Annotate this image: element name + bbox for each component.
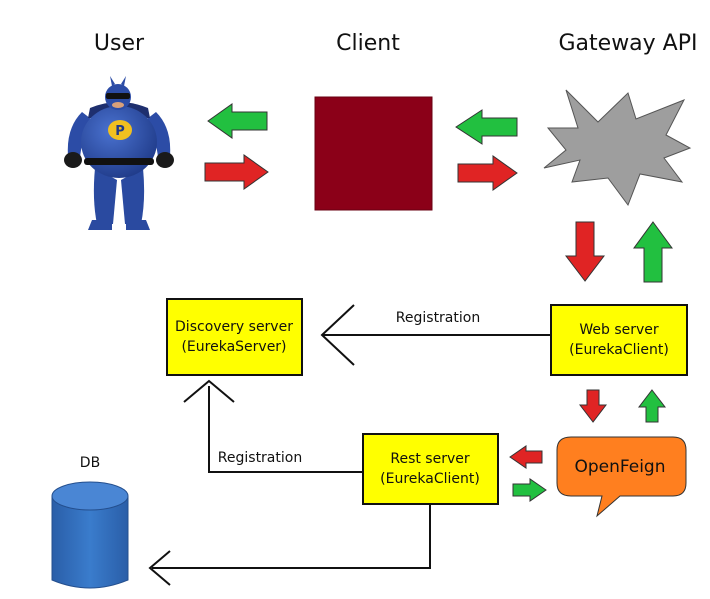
client-box-icon [314,96,433,211]
response-arrow-web-openfeign [637,389,667,423]
web-server-box: Web server (EurekaClient) [550,304,688,376]
rest-db-arrowhead [148,550,171,586]
response-arrow-user-client [207,103,268,139]
svg-text:P: P [115,124,125,139]
request-arrow-openfeign-rest [509,445,543,469]
response-arrow-openfeign-rest [512,478,547,502]
user-header: User [94,31,145,56]
discovery-server-sublabel: (EurekaServer) [181,339,286,355]
rest-db-edge [152,505,431,569]
web-server-label: Web server [579,322,659,338]
request-arrow-user-client [204,154,269,190]
rest-registration-label: Registration [218,450,302,466]
request-arrow-client-gateway [457,155,518,191]
discovery-server-box: Discovery server (EurekaServer) [166,298,303,376]
response-arrow-client-gateway [455,109,518,145]
db-label: DB [80,455,100,471]
database-cylinder-icon [51,481,129,589]
gateway-star-icon [543,89,692,207]
user-superhero-icon: P [64,76,174,230]
web-registration-label: Registration [396,310,480,326]
response-arrow-gateway-web [633,221,673,283]
rest-registration-arrowhead [183,379,235,403]
request-arrow-gateway-web [564,221,606,282]
openfeign-label: OpenFeign [574,457,665,477]
rest-server-sublabel: (EurekaClient) [380,471,480,487]
rest-server-box: Rest server (EurekaClient) [362,433,499,505]
web-server-sublabel: (EurekaClient) [569,342,669,358]
discovery-server-label: Discovery server [175,319,293,335]
gateway-header: Gateway API [559,31,698,56]
rest-registration-edge [208,386,362,473]
request-arrow-web-openfeign [578,389,608,423]
client-header: Client [336,31,400,56]
rest-server-label: Rest server [390,451,470,467]
openfeign-callout: OpenFeign [556,436,687,518]
web-registration-arrowhead [320,304,355,366]
